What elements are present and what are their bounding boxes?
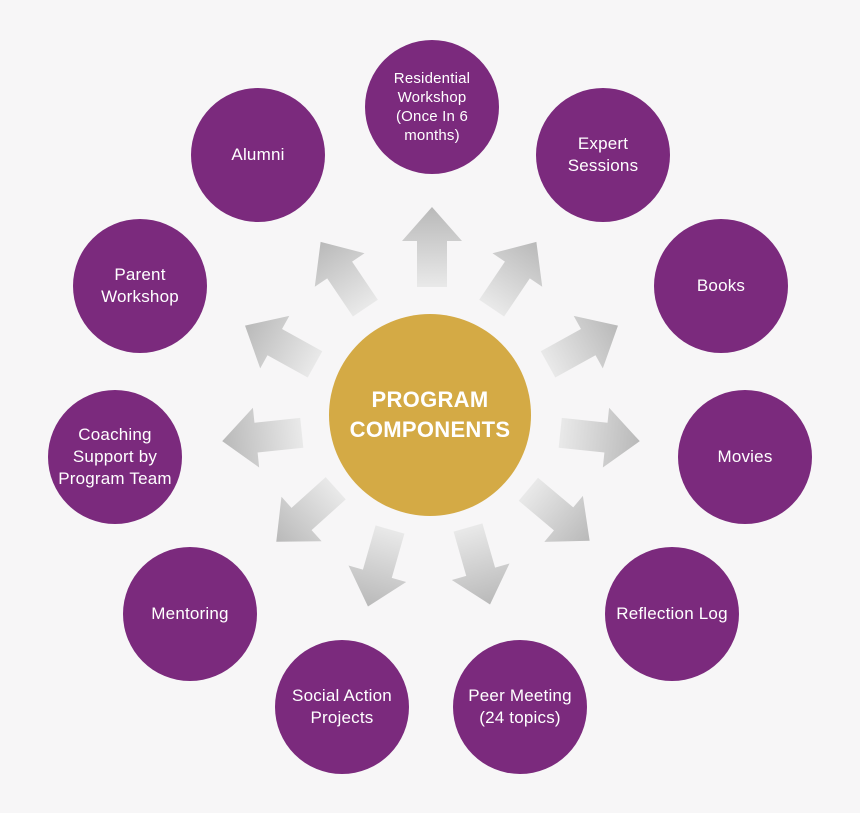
component-label: Residential Workshop (Once In 6 months) <box>393 70 471 144</box>
component-coaching-support: Coaching Support by Program Team <box>48 390 182 524</box>
arrow-to-expert <box>466 225 562 325</box>
arrow-to-peer <box>439 519 519 613</box>
component-label: Expert Sessions <box>567 134 639 175</box>
arrow-to-mentoring <box>256 465 356 565</box>
component-movies: Movies <box>678 390 812 524</box>
component-label: Books <box>696 276 746 295</box>
program-components-hub: PROGRAM COMPONENTS <box>329 314 531 516</box>
component-reflection-log: Reflection Log <box>605 547 739 681</box>
component-label: Parent Workshop <box>101 265 179 306</box>
component-label: Peer Meeting (24 topics) <box>468 686 572 727</box>
component-alumni: Alumni <box>191 88 325 222</box>
hub-title-line1: PROGRAM <box>371 387 489 412</box>
arrow-to-reflection <box>509 466 609 564</box>
component-label: Social Action Projects <box>292 686 392 727</box>
component-social-action-projects: Social Action Projects <box>275 640 409 774</box>
component-mentoring: Mentoring <box>123 547 257 681</box>
component-label: Reflection Log <box>616 604 728 623</box>
arrow-to-parent <box>230 299 330 391</box>
component-parent-workshop: Parent Workshop <box>73 219 207 353</box>
component-label: Movies <box>717 447 773 466</box>
component-expert-sessions: Expert Sessions <box>536 88 670 222</box>
arrow-to-social <box>339 521 419 615</box>
arrow-to-books <box>533 299 633 391</box>
arrow-to-coaching <box>219 402 305 472</box>
component-books: Books <box>654 219 788 353</box>
hub-title-line2: COMPONENTS <box>349 417 511 442</box>
arrow-to-alumni <box>295 225 391 325</box>
component-label: Mentoring <box>151 604 229 623</box>
component-peer-meeting: Peer Meeting (24 topics) <box>453 640 587 774</box>
arrow-to-movies <box>557 402 643 472</box>
component-residential-workshop: Residential Workshop (Once In 6 months) <box>365 40 499 174</box>
component-label: Alumni <box>231 145 285 164</box>
arrow-to-residential <box>402 207 462 287</box>
component-label: Coaching Support by Program Team <box>58 425 172 488</box>
